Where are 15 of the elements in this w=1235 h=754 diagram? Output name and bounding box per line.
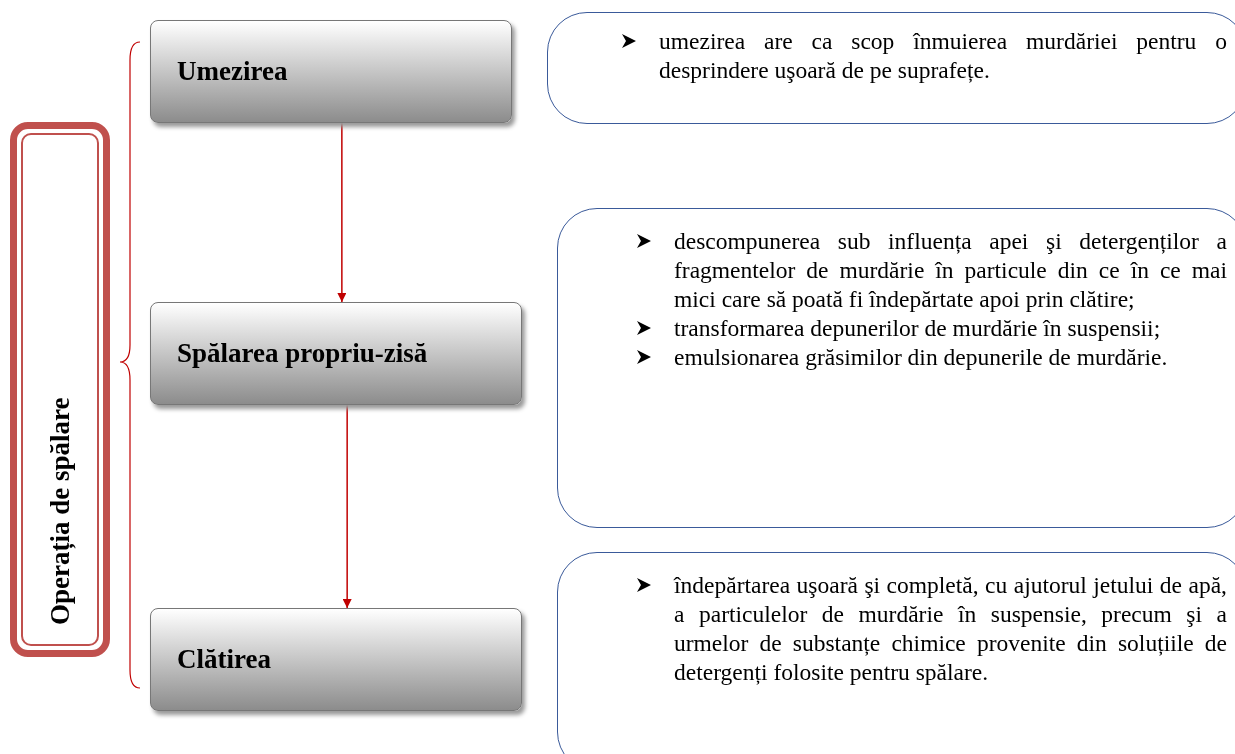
description-box	[557, 208, 1235, 528]
bullet-text: umezirea are ca scop înmuierea murdăriei pentru o desprindere uşoară de pe suprafețe.	[659, 27, 1227, 85]
description-box	[547, 12, 1235, 124]
description-box	[557, 552, 1235, 754]
bullet-text: transformarea depunerilor de murdărie în suspensii;	[674, 314, 1161, 343]
bullet-text: îndepărtarea uşoară şi completă, cu ajutorul jetului de apă, a particulelor de murdărie în suspensie, precum şi a urmelor de substanțe chimice provenite din soluțiile de detergenți folosite pentru spălare.	[674, 571, 1227, 687]
title-box	[10, 122, 110, 657]
bullet-text: emulsionarea grăsimilor din depunerile de murdărie.	[674, 343, 1168, 372]
step-box: Clătirea	[150, 608, 522, 711]
arrow	[337, 122, 347, 303]
step-box: Spălarea propriu-zisă	[150, 302, 522, 405]
step-box: Umezirea	[150, 20, 512, 123]
arrow	[342, 404, 352, 609]
title-text: Operația de spălare	[44, 397, 76, 625]
bullet-text: descompunerea sub influența apei şi detergenților a fragmentelor de murdărie în particule din ce în ce mai mici care să poată fi îndepărtate apoi prin clătire;	[674, 227, 1227, 314]
